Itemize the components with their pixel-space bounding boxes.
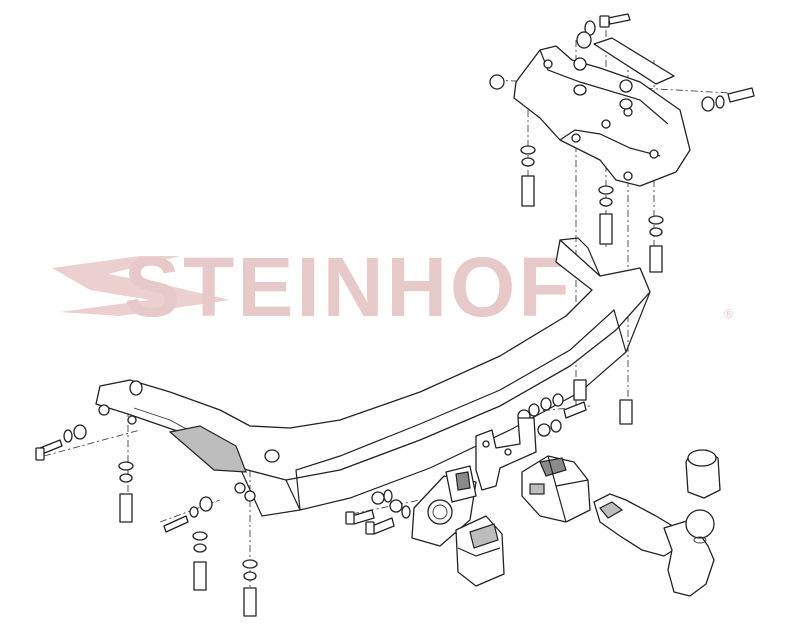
electrical-socket-assembly [411,465,505,587]
upper-mounting-bracket [513,37,691,187]
center-fasteners [517,379,633,437]
left-fasteners [35,380,280,617]
ballmount-bracket [475,417,537,491]
lower-beam-fasteners [345,489,411,535]
coupling-housing [521,455,591,523]
upper-fasteners [489,13,755,273]
towball-arm [593,449,721,597]
main-cross-beam [95,237,651,517]
